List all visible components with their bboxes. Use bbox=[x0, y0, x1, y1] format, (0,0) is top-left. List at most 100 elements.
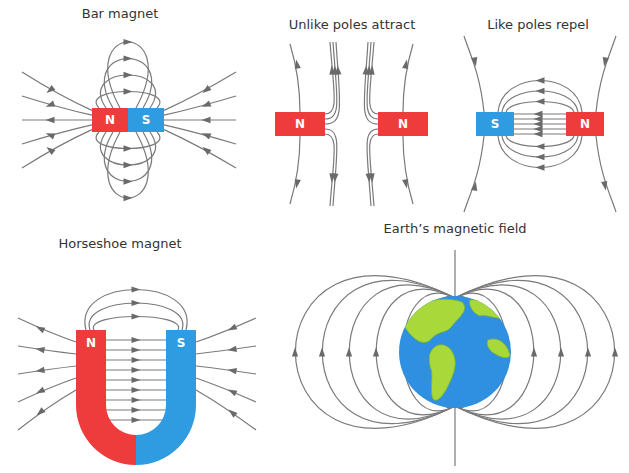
field-arrowhead bbox=[132, 377, 141, 383]
field-arrowhead bbox=[295, 60, 301, 69]
field-arrowhead bbox=[536, 154, 545, 160]
magnet-pole: S bbox=[476, 112, 514, 136]
pole-letter: N bbox=[295, 117, 305, 131]
field-arrowhead bbox=[558, 348, 564, 357]
field-arrowhead bbox=[124, 195, 133, 201]
field-line bbox=[502, 91, 578, 112]
field-arrowhead bbox=[36, 327, 45, 334]
field-arrowhead bbox=[132, 387, 141, 393]
field-line bbox=[196, 346, 256, 354]
field-line bbox=[464, 136, 484, 212]
field-arrowhead bbox=[534, 126, 543, 132]
field-arrowhead bbox=[363, 66, 369, 75]
field-line bbox=[85, 290, 187, 331]
field-arrowhead bbox=[228, 390, 237, 397]
field-arrowhead bbox=[124, 162, 133, 168]
field-line bbox=[367, 42, 378, 119]
field-line bbox=[325, 42, 340, 124]
field-line bbox=[498, 136, 582, 168]
pole-letter: S bbox=[177, 336, 186, 350]
field-line bbox=[164, 72, 236, 110]
field-line bbox=[18, 366, 76, 374]
field-line bbox=[325, 134, 334, 206]
field-line bbox=[370, 42, 378, 114]
field-arrowhead bbox=[536, 98, 545, 104]
field-arrowhead bbox=[124, 39, 133, 45]
field-arrowhead bbox=[132, 347, 141, 353]
field-arrows bbox=[36, 39, 619, 423]
magnet-pole: N bbox=[275, 112, 325, 136]
field-line bbox=[196, 318, 256, 342]
field-arrowhead bbox=[36, 347, 45, 353]
field-line bbox=[325, 129, 337, 206]
field-arrowhead bbox=[124, 178, 133, 184]
field-arrowhead bbox=[46, 101, 56, 107]
field-arrowhead bbox=[132, 367, 141, 373]
field-line bbox=[464, 36, 484, 112]
field-line bbox=[18, 318, 76, 342]
panel-title: Horseshoe magnet bbox=[55, 236, 184, 252]
field-line bbox=[502, 136, 578, 157]
field-arrowhead bbox=[329, 173, 335, 182]
field-arrowhead bbox=[202, 117, 211, 123]
field-lines bbox=[18, 36, 616, 466]
field-line bbox=[104, 59, 151, 109]
field-line bbox=[96, 92, 160, 109]
panel-title: Like poles repel bbox=[484, 17, 592, 33]
field-arrowhead bbox=[124, 55, 133, 61]
field-arrowhead bbox=[124, 88, 133, 94]
magnet-pole: N bbox=[92, 108, 128, 132]
field-arrowhead bbox=[36, 387, 45, 394]
field-arrowhead bbox=[47, 85, 56, 93]
field-arrowhead bbox=[369, 173, 375, 182]
field-arrowhead bbox=[203, 147, 212, 155]
horseshoe-south-arm bbox=[136, 330, 196, 465]
field-arrowhead bbox=[531, 348, 537, 357]
field-line bbox=[96, 132, 160, 149]
field-line bbox=[196, 390, 256, 430]
field-arrowhead bbox=[203, 85, 212, 93]
earth-globe bbox=[399, 296, 511, 408]
field-arrowhead bbox=[471, 182, 477, 191]
panel-title: Earth’s magnetic field bbox=[380, 221, 529, 237]
field-line bbox=[367, 129, 378, 206]
magnet-pole: N bbox=[76, 330, 106, 356]
field-arrowhead bbox=[295, 179, 301, 188]
field-arrowhead bbox=[536, 77, 545, 83]
field-line bbox=[196, 378, 256, 402]
field-line bbox=[364, 42, 378, 124]
field-arrowhead bbox=[346, 348, 352, 357]
field-arrowhead bbox=[132, 397, 141, 403]
field-arrowhead bbox=[124, 145, 133, 151]
field-arrowhead bbox=[132, 286, 141, 292]
field-line bbox=[108, 42, 148, 108]
field-line bbox=[290, 136, 300, 204]
field-arrowhead bbox=[534, 131, 543, 137]
field-line bbox=[295, 276, 455, 429]
field-line bbox=[22, 130, 92, 168]
field-arrowhead bbox=[601, 181, 607, 190]
field-arrowhead bbox=[335, 66, 341, 75]
field-arrowhead bbox=[319, 348, 325, 357]
field-arrowhead bbox=[47, 147, 56, 155]
field-arrowhead bbox=[536, 164, 545, 170]
field-line bbox=[196, 366, 256, 374]
field-arrowhead bbox=[46, 133, 56, 139]
field-line bbox=[325, 42, 334, 114]
field-line bbox=[454, 408, 455, 466]
field-line bbox=[325, 42, 337, 119]
field-arrowhead bbox=[228, 368, 237, 374]
field-line bbox=[596, 136, 616, 212]
field-arrowhead bbox=[471, 57, 477, 66]
panel-title: Bar magnet bbox=[79, 6, 162, 22]
field-arrowhead bbox=[124, 72, 133, 78]
pole-letter: S bbox=[491, 117, 500, 131]
field-line bbox=[93, 317, 178, 331]
magnet-pole: S bbox=[128, 108, 164, 132]
field-arrowhead bbox=[402, 179, 408, 188]
panel-title: Unlike poles attract bbox=[286, 17, 419, 33]
field-arrowhead bbox=[132, 407, 141, 413]
field-arrowhead bbox=[228, 346, 237, 352]
magnet-pole: S bbox=[166, 330, 196, 356]
